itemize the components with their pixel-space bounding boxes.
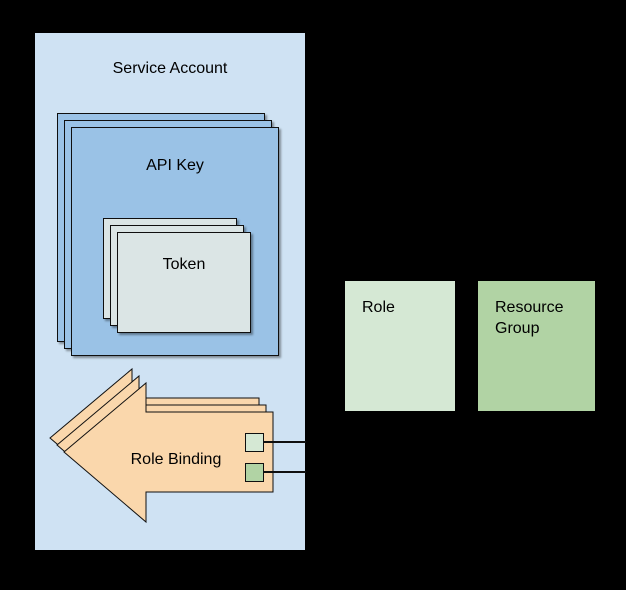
role-connector-line xyxy=(263,441,306,443)
role-binding-title: Role Binding xyxy=(130,451,222,468)
role-box[interactable]: Role xyxy=(345,281,455,411)
resource-group-connector-line xyxy=(263,471,306,473)
api-key-title: API Key xyxy=(146,157,204,174)
token-card-front[interactable]: Token xyxy=(117,232,251,333)
resource-group-connector-square[interactable] xyxy=(245,463,264,482)
role-connector-square[interactable] xyxy=(245,433,264,452)
token-title: Token xyxy=(162,256,206,273)
resource-group-box[interactable]: Resource Group xyxy=(478,281,595,411)
service-account-title: Service Account xyxy=(112,60,228,77)
